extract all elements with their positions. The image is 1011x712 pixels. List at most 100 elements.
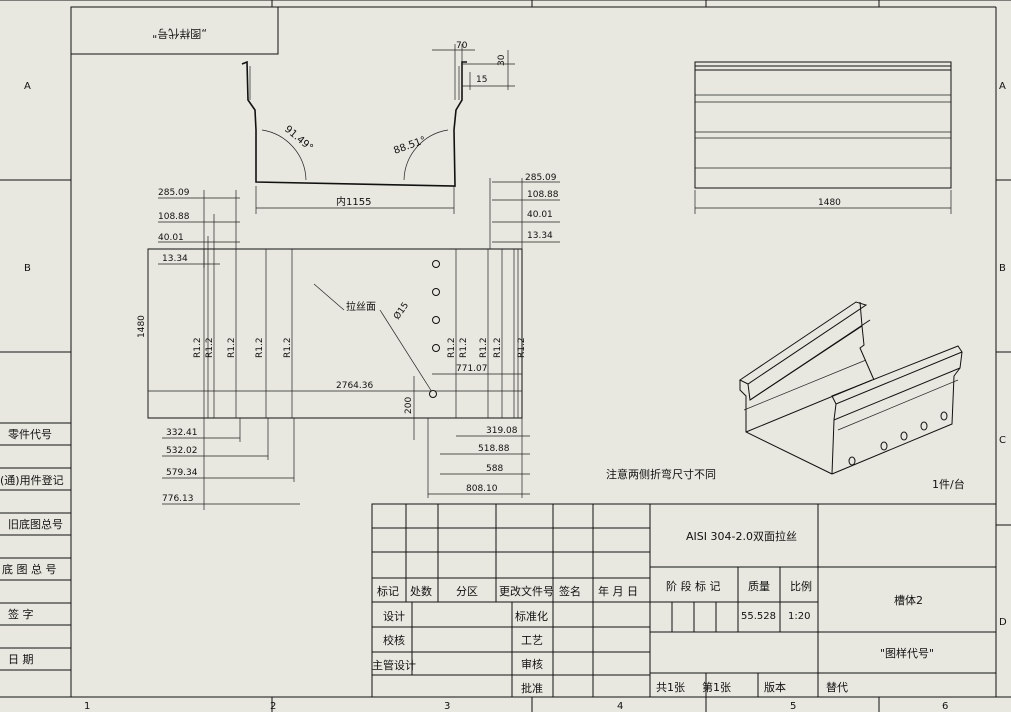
col-number-3: 3	[444, 701, 450, 712]
tb-header-mark: 标记	[377, 584, 399, 598]
dim-right-13: 13.34	[527, 231, 553, 241]
row-letter-right-c: C	[999, 435, 1006, 446]
bend-label-right-4: R1.2	[493, 337, 503, 358]
strip-old-drawing: 旧底图总号	[8, 517, 63, 531]
dim-30: 30	[497, 54, 507, 66]
dim-hole-offset: 771.07	[456, 364, 488, 374]
dim-inner-width: 内1155	[336, 195, 371, 208]
bend-label-left-3: R1.2	[227, 337, 237, 358]
tb-check: 校核	[383, 633, 405, 647]
dim-left-40: 40.01	[158, 233, 184, 243]
dim-height-1480: 1480	[137, 315, 147, 338]
dim-70: 70	[456, 41, 468, 51]
dim-br-518: 518.88	[478, 444, 510, 454]
tb-header-zone: 分区	[456, 585, 478, 598]
top-left-code-text: „图样代号"	[152, 27, 207, 41]
tb-design: 设计	[383, 610, 405, 623]
bend-label-left-2: R1.2	[205, 337, 215, 358]
dim-left-108: 108.88	[158, 212, 190, 222]
dim-15: 15	[476, 75, 487, 85]
row-letter-right-b: B	[999, 263, 1006, 274]
hole-5	[429, 390, 437, 398]
dim-length-2764: 2764.36	[336, 381, 373, 391]
dim-200: 200	[404, 397, 414, 414]
dim-right-108: 108.88	[527, 190, 559, 200]
note-bend-different: 注意两侧折弯尺寸不同	[606, 467, 716, 481]
col-number-2: 2	[270, 701, 276, 712]
row-letter-right-d: D	[999, 617, 1007, 628]
hole-3	[432, 316, 440, 324]
dim-left-285: 285.09	[158, 188, 190, 198]
tb-stage-mark: 阶 段 标 记	[666, 579, 721, 593]
strip-part-code: 零件代号	[8, 428, 52, 441]
bend-label-right-2: R1.2	[459, 337, 469, 358]
col-number-4: 4	[617, 701, 623, 712]
bend-label-left-4: R1.2	[255, 337, 265, 358]
tb-chief-design: 主管设计	[372, 658, 416, 672]
strip-base-drawing: 底 图 总 号	[2, 562, 57, 576]
bend-label-right-3: R1.2	[479, 337, 489, 358]
tb-header-date: 年 月 日	[598, 584, 638, 598]
bend-labels: R1.2 R1.2 R1.2 R1.2 R1.2 R1.2 R1.2 R1.2 …	[193, 337, 527, 358]
dim-bl-776: 776.13	[162, 494, 194, 504]
dim-br-588: 588	[486, 464, 503, 474]
dim-bl-532: 532.02	[166, 446, 198, 456]
tb-header-change-doc: 更改文件号	[499, 584, 554, 598]
col-number-6: 6	[942, 701, 948, 712]
tb-replace: 替代	[826, 680, 848, 694]
dim-right-40: 40.01	[527, 210, 553, 220]
col-number-1: 1	[84, 701, 90, 712]
dim-br-808: 808.10	[466, 484, 498, 494]
tb-version: 版本	[764, 680, 786, 694]
col-number-5: 5	[790, 701, 796, 712]
strip-date: 日 期	[8, 653, 34, 666]
dim-hole-diameter: Ø15	[391, 300, 411, 322]
tb-process: 工艺	[521, 634, 543, 647]
dim-angle-left: 91.49°	[282, 124, 315, 154]
flat-pattern	[147, 178, 560, 510]
tb-scale-label: 比例	[790, 579, 812, 593]
dim-left-13: 13.34	[162, 254, 188, 264]
label-brushed-face: 拉丝面	[346, 300, 376, 313]
profile-view	[241, 44, 515, 214]
bend-label-left-1: R1.2	[193, 337, 203, 358]
dim-right-view-1480: 1480	[818, 198, 841, 208]
dim-bl-579: 579.34	[166, 468, 198, 478]
dim-bl-332: 332.41	[166, 428, 198, 438]
isometric-view	[739, 301, 963, 475]
tb-review: 审核	[521, 657, 543, 671]
tb-header-sign: 签名	[559, 584, 581, 598]
dim-right-285: 285.09	[525, 173, 557, 183]
row-letter-right-a: A	[999, 81, 1006, 92]
tb-sheet-no: 第1张	[702, 680, 731, 694]
tb-weight-label: 质量	[748, 580, 770, 593]
left-strip	[0, 422, 71, 671]
tb-scale-value: 1:20	[788, 611, 810, 622]
tb-standardize: 标准化	[515, 609, 548, 623]
tb-weight-value: 55.528	[741, 611, 776, 622]
dim-angle-right: 88.51°	[392, 135, 427, 157]
tb-material: AISI 304-2.0双面拉丝	[686, 529, 797, 543]
hole-1	[432, 260, 440, 268]
bend-label-left-5: R1.2	[283, 337, 293, 358]
title-block	[371, 503, 997, 698]
bend-label-right-1: R1.2	[447, 337, 457, 358]
tb-part-name: 槽体2	[894, 593, 923, 607]
top-left-code-box	[70, 6, 279, 55]
side-view	[694, 61, 952, 214]
hole-2	[432, 288, 440, 296]
strip-signature: 签 字	[8, 607, 34, 621]
note-quantity: 1件/台	[932, 477, 965, 491]
row-letter-left-a: A	[24, 81, 31, 92]
dim-br-319: 319.08	[486, 426, 518, 436]
tb-header-count: 处数	[410, 585, 432, 598]
row-letter-left-b: B	[24, 263, 31, 274]
tb-drawing-code: "图样代号"	[880, 646, 934, 660]
strip-general-part: (通)用件登记	[0, 473, 64, 487]
hole-4	[432, 344, 440, 352]
bend-label-right-5: R1.2	[517, 337, 527, 358]
tb-sheets-total: 共1张	[656, 681, 685, 694]
tb-approve: 批准	[521, 681, 543, 695]
